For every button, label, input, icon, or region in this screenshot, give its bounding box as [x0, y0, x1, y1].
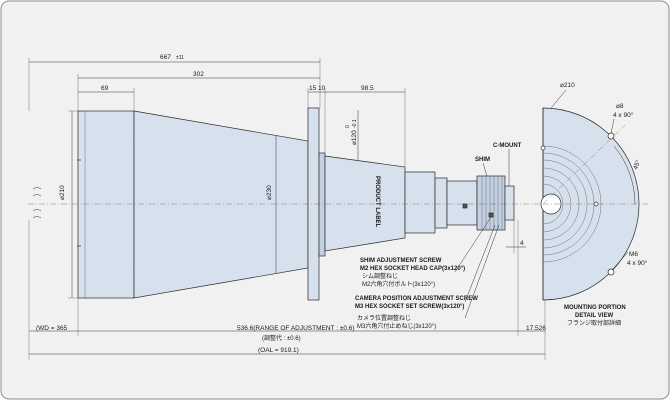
cmount-gap-value: 4	[520, 240, 524, 247]
lens-cone-body	[133, 110, 309, 299]
shim-screw-marker	[488, 212, 494, 218]
mounting-detail-view: ⌀210 ⌀8 4 x 90° 45° M6 4 x 90° MOUNTING …	[540, 82, 648, 327]
adjust-value: 536.6(RANGE OF ADJUSTMENT : ±0.6)	[237, 325, 355, 332]
shim-screw-spec: M2 HEX SOCKET HEAD CAP(3x120°)	[360, 266, 465, 272]
camera-screw-spec: M3 HEX SOCKET SET SCREW(3x120°)	[355, 304, 464, 310]
c-mount-part	[504, 185, 515, 221]
back-dim: 17.526	[518, 300, 546, 360]
front-diameter-value: ⌀210	[59, 185, 66, 200]
flange-tol-bottom: -0.1	[352, 119, 358, 128]
adapter-ring	[434, 177, 448, 229]
adapter-ring-2	[446, 180, 478, 226]
back-value: 17.526	[526, 325, 546, 332]
shim-label: SHIM	[475, 157, 490, 163]
wd-value: (WD = 365	[36, 325, 68, 332]
camera-screw-callout: CAMERA POSITION ADJUSTMENT SCREW M3 HEX …	[355, 224, 500, 330]
rear-taper-body	[324, 155, 406, 252]
shim-screw-title: SHIM ADJUSTMENT SCREW	[360, 258, 442, 264]
angle-value: 45°	[631, 158, 642, 170]
oal-dim: (OAL = 919.1)	[29, 347, 545, 355]
camera-screw-jp-spec: M3六角穴付止めねじ(3x120°)	[357, 322, 436, 330]
rear-step-body	[404, 171, 436, 234]
mount-title-1: MOUNTING PORTION	[564, 305, 626, 311]
mount-outer-diameter: ⌀210	[560, 82, 575, 89]
flange-a-value: 15	[309, 85, 317, 92]
overall-length-tol: ±11	[176, 55, 184, 61]
thread-lines	[481, 176, 503, 230]
hole-diameter: ⌀8	[616, 103, 624, 110]
front-diameter-dim: ⌀210	[59, 110, 78, 299]
tap-size: M6	[629, 251, 638, 258]
overall-length-dim: 667 ±11	[28, 54, 321, 111]
flange-diameter-value: ⌀120	[351, 130, 358, 145]
cmount-gap-dim: 4	[506, 220, 526, 253]
c-mount-label: C-MOUNT	[493, 143, 522, 149]
oal-value: (OAL = 919.1)	[258, 347, 299, 354]
break-symbol	[32, 187, 42, 219]
front-length-dim: 302	[77, 71, 320, 111]
shim-screw-jp-spec: M2六角穴付ボルト(3x120°)	[362, 280, 435, 288]
tap-pattern: 4 x 90°	[627, 259, 648, 267]
flange-dims: 15 10	[307, 85, 326, 153]
camera-screw-marker	[462, 203, 468, 209]
front-length-value: 302	[193, 71, 204, 78]
shim-ring	[476, 175, 506, 231]
shim-screw-callout: SHIM ADJUSTMENT SCREW M2 HEX SOCKET HEAD…	[360, 216, 492, 288]
front-ring-dim: 69	[78, 85, 135, 111]
shim-screw-jp-title: シム調整ねじ	[362, 272, 398, 280]
hole-pattern: 4 x 90°	[613, 111, 634, 119]
camera-screw-jp-title: カメラ位置調整ねじ	[357, 314, 411, 322]
rear-length-dim: 98.5	[325, 85, 406, 167]
overall-length-value: 667	[160, 54, 171, 61]
rear-length-value: 98.5	[361, 85, 374, 92]
flange-b-value: 10	[318, 85, 326, 92]
wd-dim: (WD = 365	[28, 220, 79, 360]
front-ring-value: 69	[101, 85, 109, 92]
mid-diameter-value: ⌀230	[266, 185, 273, 200]
rear-collar	[318, 152, 326, 257]
flange-tol-top: 0	[345, 125, 351, 128]
product-label-text: PRODUCT LABEL	[374, 176, 380, 228]
adjust-dim: 536.6(RANGE OF ADJUSTMENT : ±0.6) (調整代 :…	[78, 253, 519, 342]
flange-diameter-dim: ⌀120 0 -0.1	[345, 110, 359, 160]
lens-front-barrel	[77, 110, 135, 299]
mid-diameter-dim: ⌀230	[266, 136, 277, 273]
bolt-hole	[607, 132, 615, 140]
adjust-jp-value: (調整代 : ±0.6)	[262, 334, 301, 342]
mount-title-jp: フランジ取付部詳細	[567, 319, 621, 327]
tap-hole	[540, 145, 546, 151]
bolt-hole	[607, 268, 615, 276]
mount-title-2: DETAIL VIEW	[575, 313, 613, 319]
camera-screw-title: CAMERA POSITION ADJUSTMENT SCREW	[355, 296, 478, 302]
